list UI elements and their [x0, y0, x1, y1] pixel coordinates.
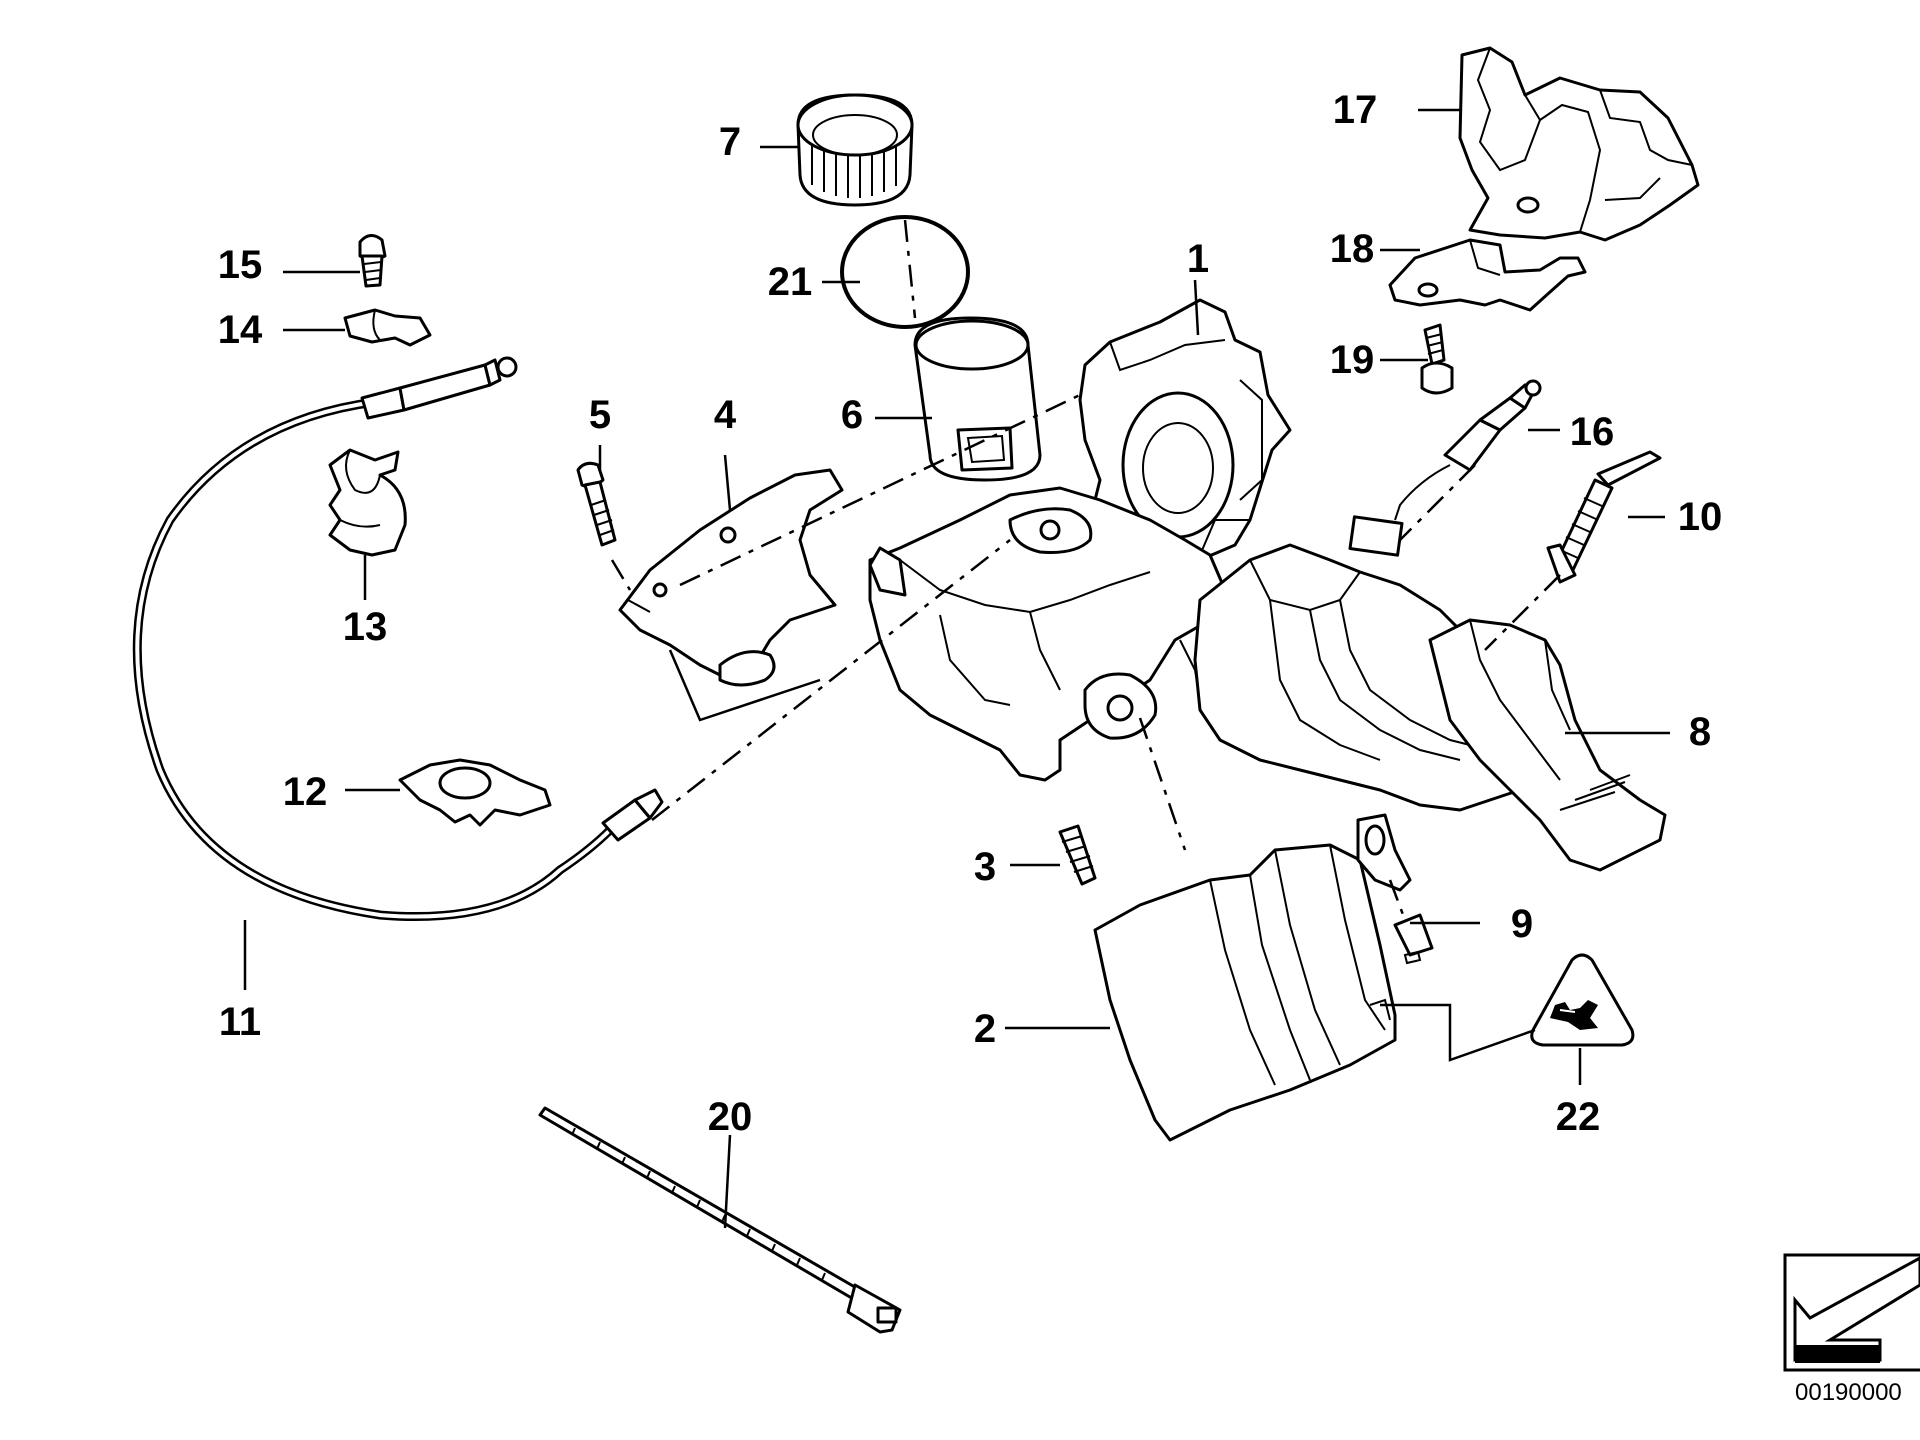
part-18-bracket [1388, 238, 1587, 312]
callout-11: 11 [219, 1000, 261, 1044]
part-20-cable-tie [538, 1106, 902, 1334]
callout-7: 7 [719, 120, 741, 164]
callout-6: 6 [841, 393, 863, 437]
part-4-cover-plate [618, 468, 844, 687]
leader-lines [243, 108, 1670, 1229]
callout-18: 18 [1330, 227, 1375, 271]
part-7-ring [796, 93, 914, 207]
callout-21: 21 [768, 260, 813, 304]
callout-19: 19 [1330, 338, 1375, 382]
part-22-warning-label [1530, 953, 1635, 1047]
part-21-o-ring [840, 215, 970, 329]
part-9-latch [1356, 813, 1434, 965]
part-3-spring [1058, 824, 1097, 886]
part-11-cable [132, 356, 664, 922]
callout-22: 22 [1556, 1095, 1601, 1139]
callout-4: 4 [714, 393, 737, 437]
part-16-switch [1348, 379, 1542, 557]
callout-13: 13 [343, 605, 388, 649]
part-19-screw [1420, 323, 1454, 395]
callout-17: 17 [1333, 88, 1378, 132]
part-12-clip [398, 758, 552, 827]
diagram-code: 00190000 [1795, 1379, 1902, 1406]
callout-9: 9 [1511, 902, 1533, 946]
part-15-bolt [358, 234, 387, 288]
part-10-pin [1546, 450, 1662, 584]
callout-12: 12 [283, 770, 328, 814]
assembly-lines [610, 219, 1561, 921]
callout-10: 10 [1678, 495, 1723, 539]
callout-15: 15 [218, 243, 263, 287]
callout-labels: 1 2 3 4 5 6 7 8 9 10 11 12 13 14 15 16 1… [218, 88, 1723, 1139]
callout-14: 14 [218, 308, 263, 352]
callout-3: 3 [974, 845, 996, 889]
callout-20: 20 [708, 1095, 753, 1139]
orientation-box: 00190000 [1783, 1253, 1920, 1406]
callout-1: 1 [1187, 237, 1209, 281]
callout-8: 8 [1689, 710, 1711, 754]
part-14-clip [343, 308, 432, 347]
part-5-screw [576, 461, 617, 547]
part-13-clip [328, 448, 407, 557]
callout-2: 2 [974, 1007, 996, 1051]
part-1-housing [868, 298, 1292, 782]
part-8-module [1193, 543, 1667, 872]
callout-5: 5 [589, 393, 611, 437]
part-2-lower-cover [1093, 843, 1397, 1142]
part-17-cover [1458, 46, 1700, 242]
part-6-cylinder [913, 316, 1042, 482]
callout-16: 16 [1570, 410, 1615, 454]
